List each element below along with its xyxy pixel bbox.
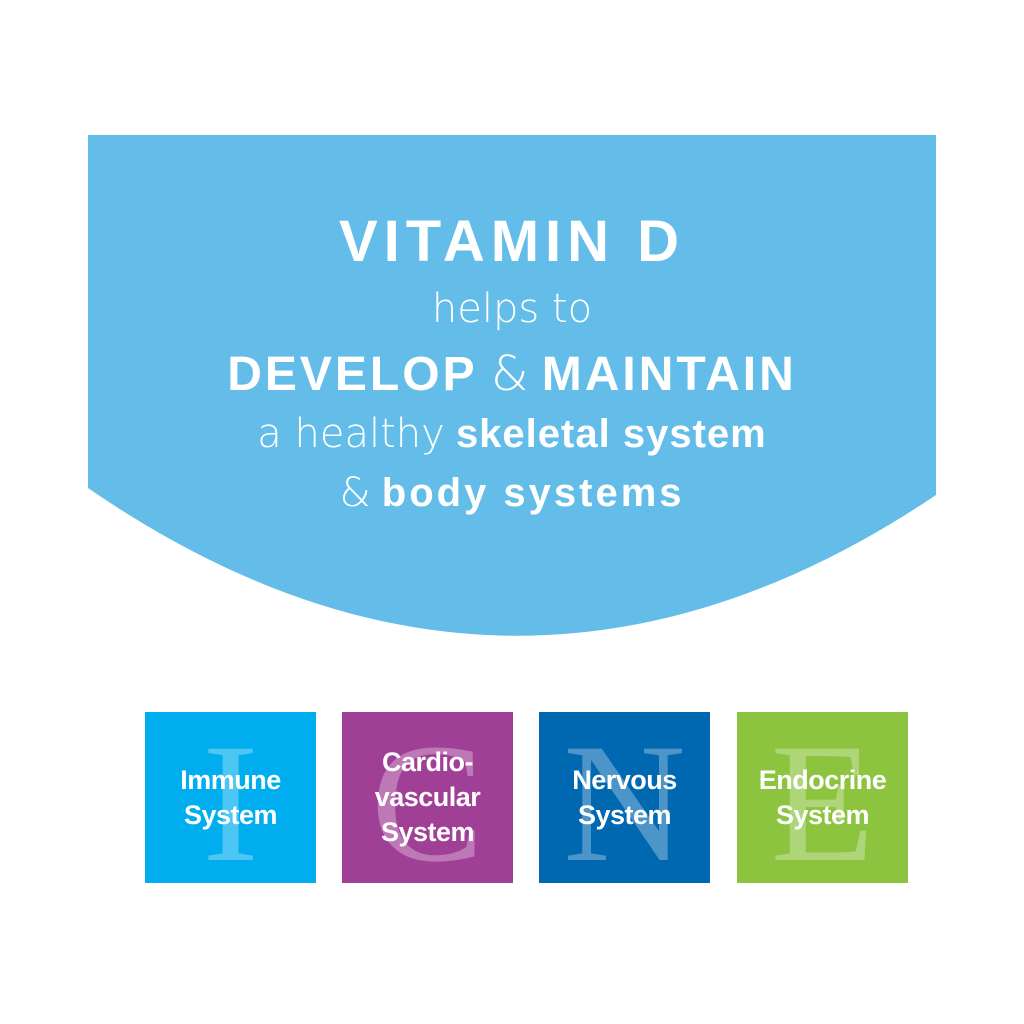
maintain-text: MAINTAIN xyxy=(541,348,797,401)
nervous-system-tile: N Nervous System xyxy=(539,712,710,883)
tile-label: Cardio- vascular System xyxy=(374,747,481,847)
tile-label: Immune System xyxy=(180,764,281,830)
body-systems-text: body systems xyxy=(381,471,685,515)
endocrine-system-tile: E Endocrine System xyxy=(737,712,908,883)
cardiovascular-system-tile: C Cardio- vascular System xyxy=(342,712,513,883)
letter-watermark: I xyxy=(202,712,259,883)
letter-watermark: N xyxy=(563,712,686,883)
skeletal-system-text: skeletal system xyxy=(455,412,767,456)
title-vitamin-d: VITAMIN D xyxy=(338,209,686,274)
ampersand: & xyxy=(490,346,529,402)
develop-text: DEVELOP xyxy=(227,348,478,401)
headline-develop-maintain: DEVELOP & MAINTAIN xyxy=(0,346,1024,402)
tile-label: Nervous System xyxy=(572,764,677,830)
ampersand: & xyxy=(339,470,371,516)
immune-system-tile: I Immune System xyxy=(145,712,316,883)
headline-skeletal: a healthy skeletal system xyxy=(0,411,1024,457)
subtitle-helps-to: helps to xyxy=(431,286,593,332)
tile-label: Endocrine System xyxy=(758,764,887,830)
headline-body-systems: & body systems xyxy=(0,470,1024,516)
a-healthy-text: a healthy xyxy=(257,411,445,457)
letter-watermark: E xyxy=(770,712,875,883)
letter-watermark: C xyxy=(370,712,485,883)
